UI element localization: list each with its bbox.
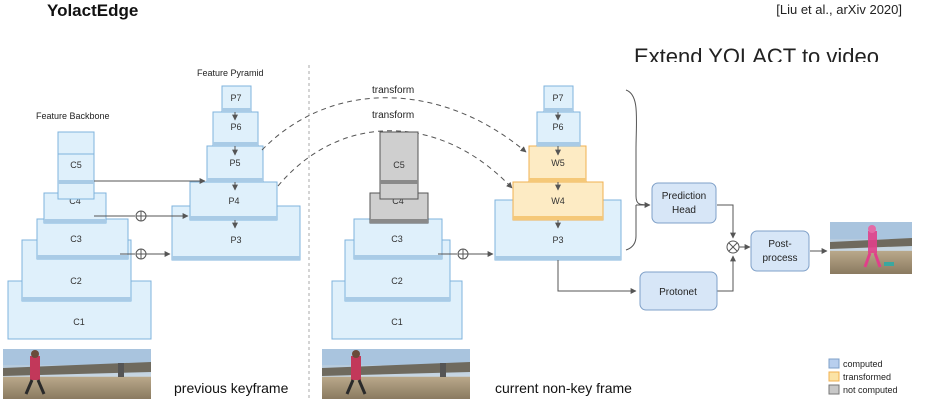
legend-swatch-computed (828, 358, 840, 369)
right-p6-label: P6 (552, 122, 563, 132)
citation: [Liu et al., arXiv 2020] (776, 2, 902, 17)
postprocess-line2: process (762, 253, 797, 264)
right-c3-block (353, 218, 443, 260)
legend-label-transformed: transformed (843, 372, 891, 382)
right-w4-label: W4 (551, 196, 565, 206)
slide-title: YolactEdge (47, 1, 139, 20)
left-c4-label: C4 (69, 196, 81, 206)
left-c2-label: C2 (70, 276, 82, 286)
transform-arcs (261, 97, 527, 189)
left-p4-label: P4 (228, 196, 239, 206)
protonet-module: Protonet (639, 271, 718, 311)
legend: computed transformed not computed (828, 358, 898, 395)
left-c3-block (36, 218, 129, 260)
left-p7-label: P7 (230, 93, 241, 103)
right-caption: current non-key frame (495, 380, 632, 396)
right-c4-label: C4 (392, 196, 404, 206)
left-p3-label: P3 (230, 235, 241, 245)
right-nonkey-image (322, 349, 470, 399)
left-connections (94, 112, 238, 260)
postprocess-module: Post- process (750, 230, 810, 272)
left-keyframe-image (3, 349, 151, 399)
left-p5-label: P5 (229, 158, 240, 168)
prediction-head-line2: Head (672, 205, 696, 216)
right-c2-label: C2 (391, 276, 403, 286)
left-backbone: C1 C2 C3 C4 C5 (7, 131, 152, 340)
left-c5-label: C5 (70, 160, 82, 170)
left-c5-block (57, 153, 95, 200)
left-c1-label: C1 (73, 317, 85, 327)
right-backbone: C1 C2 C3 C4 C5 (331, 131, 463, 340)
transform-label-top: transform (372, 85, 414, 96)
prediction-head-line1: Prediction (662, 191, 706, 202)
left-c3-label: C3 (70, 234, 82, 244)
legend-label-not-computed: not computed (843, 385, 898, 395)
left-caption: previous keyframe (174, 380, 289, 396)
right-p3-label: P3 (552, 235, 563, 245)
backbone-label: Feature Backbone (36, 111, 110, 121)
right-p7-block (543, 85, 574, 113)
right-c3-label: C3 (391, 234, 403, 244)
postprocess-line1: Post- (768, 239, 791, 250)
slide-headline: Extend YOLACT to video (634, 44, 879, 62)
left-pyramid: P3 P4 P5 P6 P7 (171, 85, 301, 261)
right-connections (438, 89, 828, 294)
output-image (830, 222, 912, 274)
prediction-head-module: Prediction Head (651, 182, 717, 224)
legend-swatch-not-computed (828, 384, 840, 395)
protonet-label: Protonet (659, 287, 697, 298)
right-p7-label: P7 (552, 93, 563, 103)
right-w5-label: W5 (551, 158, 565, 168)
transform-label-bottom: transform (372, 110, 414, 121)
legend-label-computed: computed (843, 359, 883, 369)
legend-swatch-transformed (828, 371, 840, 382)
left-p6-label: P6 (230, 122, 241, 132)
right-c5-label: C5 (393, 160, 405, 170)
pyramid-label: Feature Pyramid (197, 68, 264, 78)
right-c1-label: C1 (391, 317, 403, 327)
right-c5-block (379, 131, 419, 200)
